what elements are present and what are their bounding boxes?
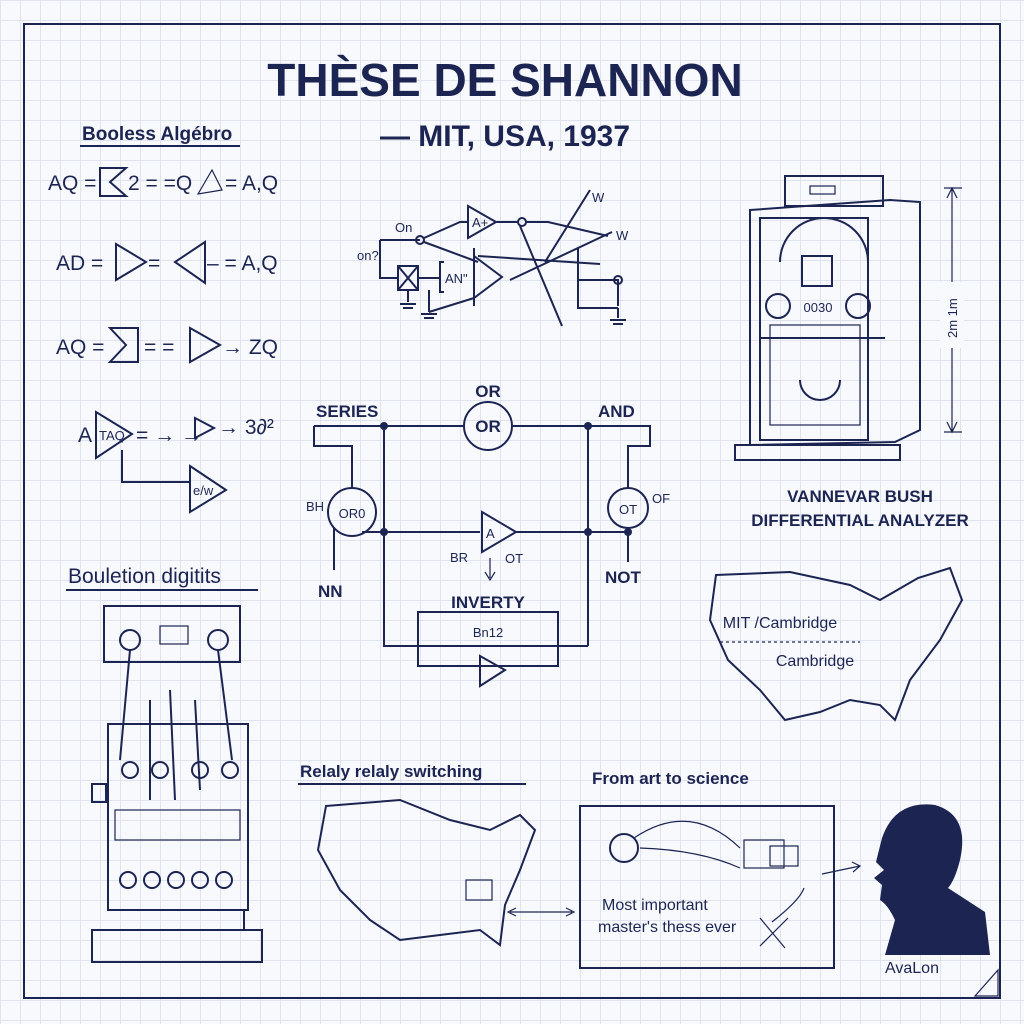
double-arrow-icon (506, 907, 576, 917)
left-input-label: BH (306, 499, 324, 514)
circuit-label-w2: W (616, 228, 629, 243)
circuit-label-a-plus: A+ (472, 215, 488, 230)
us-map-cambridge: MIT /Cambridge Cambridge (708, 566, 964, 722)
equation-2-left: AD = (56, 252, 103, 275)
equation-1-left: AQ = (48, 172, 96, 195)
signature-text: AvaLon (885, 960, 939, 977)
feedback-wire (121, 450, 190, 483)
and-gate-icon (467, 204, 499, 240)
main-switching-circuit: SERIES OR AND OR OR0 BH NN A BR OT OT OF… (306, 382, 670, 688)
left-or-gate (327, 487, 377, 537)
us-map-outline (316, 798, 537, 947)
circuit-label-an: AN" (445, 271, 468, 286)
amp-output-label: OT (505, 551, 523, 566)
gate-symbol-icon (99, 167, 129, 197)
ground-icon (400, 290, 416, 309)
output-gate-icon (189, 464, 228, 514)
science-box (579, 805, 835, 969)
relay-heading: Bouletion digitits (68, 565, 221, 588)
equation-4-left: A (78, 424, 92, 447)
label-and: AND (598, 402, 635, 421)
tao-gate-icon (95, 410, 134, 460)
corner-crosshatch (973, 968, 999, 997)
boolean-heading: Booless Algébro (82, 124, 232, 145)
amp-input-label: BR (450, 550, 468, 565)
signature: AvaLon (885, 960, 999, 997)
or-gate-label: OR (475, 417, 501, 436)
light-bulb-icon (609, 833, 639, 863)
equation-3-right: → ZQ (222, 336, 278, 359)
boolean-algebra-section: Booless Algébro AQ = 2 = =Q = A,Q AD = =… (48, 124, 278, 514)
equation-1-right: = A,Q (225, 172, 278, 195)
page-frame (23, 23, 1001, 999)
gauge-dial-icon (779, 217, 869, 263)
inverter-gate-icon (479, 654, 507, 688)
map-label-cambridge: Cambridge (776, 653, 854, 670)
analyzer-caption-1: VANNEVAR BUSH (787, 487, 933, 506)
equation-2-right: – = A,Q (207, 252, 278, 275)
science-line-2: master's thess ever (598, 919, 737, 936)
differential-analyzer-illustration: 0030 2m 1m VANNEVAR BUSH DIFFERENTIAL AN… (734, 175, 969, 530)
equation-2-mid: = (148, 252, 160, 275)
relay-machine-illustration: Bouletion digitits (66, 565, 263, 963)
equation-1-mid: 2 = =Q (128, 172, 192, 195)
page-title: THÈSE DE SHANNON (267, 54, 742, 106)
relay-switching-section: Relaly relaly switching (298, 762, 576, 947)
label-series: SERIES (316, 402, 378, 421)
circuit-label-on2: on? (357, 248, 379, 263)
equation-3-mid: = = (144, 336, 174, 359)
science-heading: From art to science (592, 769, 749, 788)
amplifier-a (481, 510, 518, 554)
label-or-top: OR (475, 382, 501, 401)
amp-label: A (486, 526, 495, 541)
down-arrow-icon (484, 558, 496, 582)
art-to-science-section: From art to science Most important maste… (579, 769, 862, 969)
reverse-gate-icon (173, 240, 206, 285)
right-gate-side-label: OF (652, 491, 670, 506)
label-inverter: INVERTY (451, 593, 525, 612)
page-subtitle: — MIT, USA, 1937 (380, 120, 630, 153)
top-circuit-diagram: On on? A+ AN" W W (357, 189, 629, 327)
small-gate-icon (194, 416, 217, 440)
arrow-icon (821, 861, 862, 875)
portrait-silhouette (874, 804, 990, 955)
amplifier-gate-icon (189, 326, 223, 364)
equation-4-sub-gate: e/w (193, 483, 214, 498)
science-line-1: Most important (602, 897, 708, 914)
map-label-mit: MIT /Cambridge (723, 615, 838, 632)
or-gate (463, 401, 513, 451)
left-bottom-label: NN (318, 582, 343, 601)
circuit-label-on: On (395, 220, 412, 235)
us-map-outline (708, 566, 964, 722)
equation-4-gate: TAQ (99, 428, 125, 443)
label-not: NOT (605, 568, 642, 587)
equation-3-left: AQ = (56, 336, 104, 359)
left-gate-label: OR0 (339, 506, 366, 521)
equation-4-mid: = → → (136, 424, 202, 447)
crossing-lines (477, 189, 613, 327)
equation-4-right: → 3∂² (218, 416, 274, 439)
analyzer-caption-2: DIFFERENTIAL ANALYZER (751, 511, 969, 530)
triangle-sketch-icon (196, 168, 223, 195)
buffer-gate-icon (115, 242, 148, 282)
circuit-sketch-icon (743, 839, 785, 869)
adder-gate-icon (473, 248, 504, 306)
inverter-box-label: Bn12 (473, 625, 503, 640)
switching-heading: Relaly relaly switching (300, 762, 482, 781)
inverter-box (417, 611, 559, 667)
sigma-gate-icon (107, 327, 139, 363)
analyzer-counter: 0030 (804, 300, 833, 315)
analyzer-dimension: 2m 1m (945, 298, 960, 338)
circuit-label-w1: W (592, 190, 605, 205)
right-gate-label: OT (619, 502, 637, 517)
node (415, 235, 425, 245)
